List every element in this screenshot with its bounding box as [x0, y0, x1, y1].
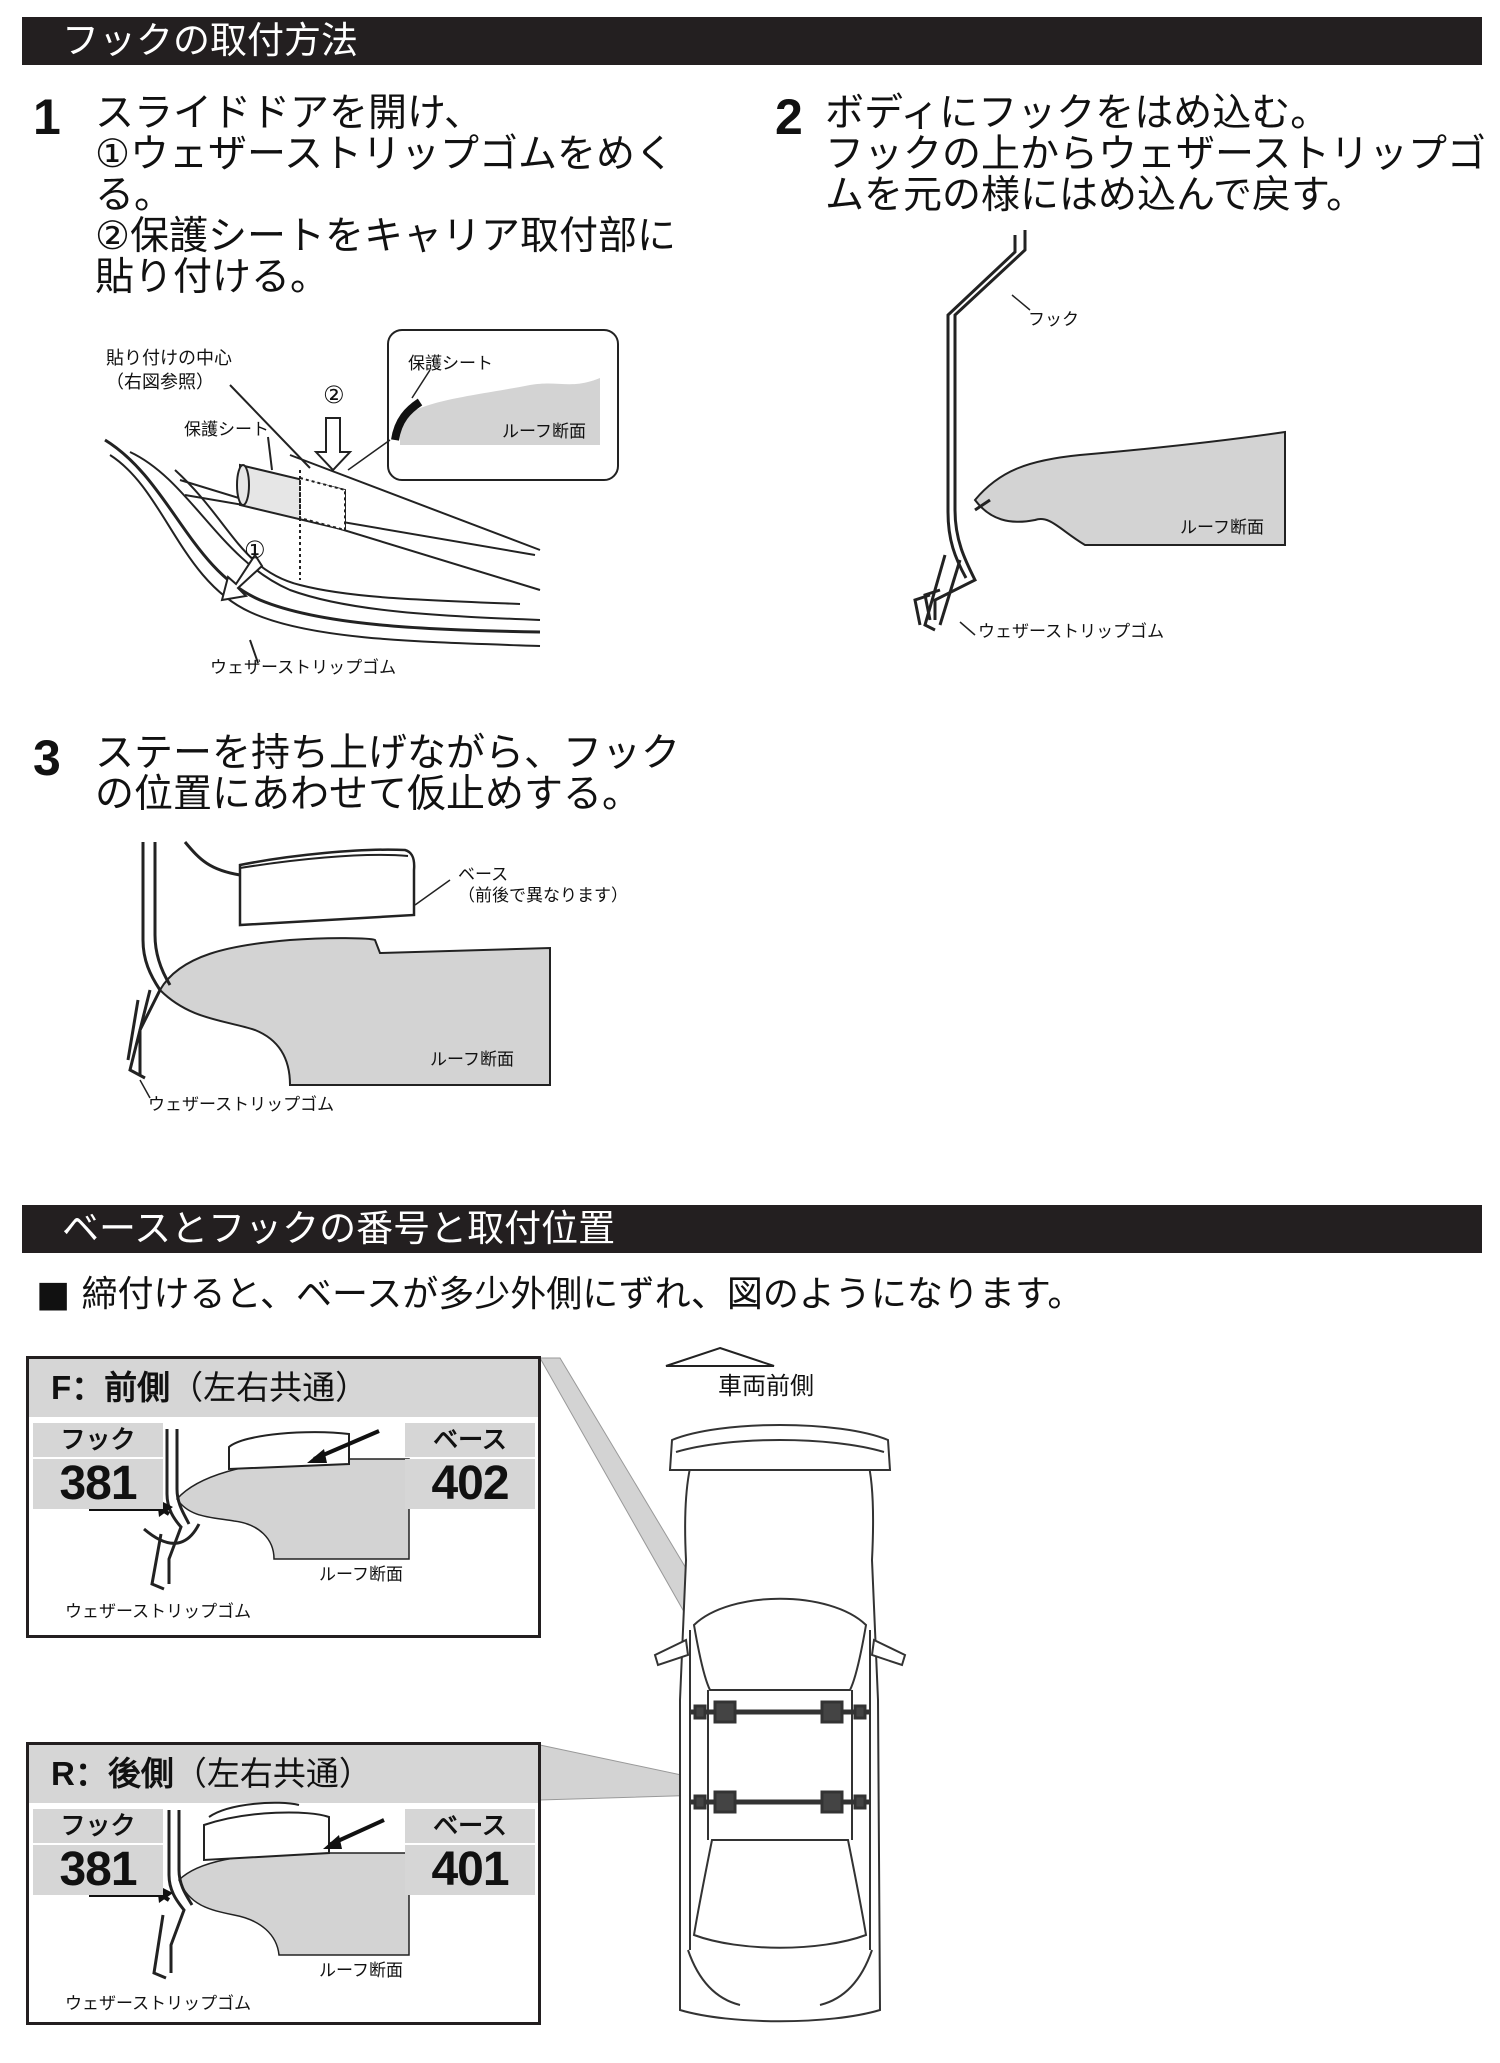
step-3-text: ステーを持ち上げながら、フック の位置にあわせて仮止めする。	[95, 733, 680, 815]
rear-base-number: 401	[405, 1845, 535, 1895]
rear-base-tag: ベース	[405, 1809, 535, 1843]
section-title-install: フックの取付方法	[22, 17, 1482, 65]
step-1-line: 貼り付ける。	[95, 255, 330, 300]
fig3-base-label: ベース	[458, 865, 509, 885]
fig1-sheet-label: 保護シート	[184, 420, 269, 440]
front-hook-number: 381	[33, 1459, 163, 1509]
step-2-text: ボディにフックをはめ込む。 フックの上からウェザーストリップゴ ムを元の様にはめ…	[825, 93, 1486, 216]
fig1-callout-sheet-label: 保護シート	[408, 354, 493, 374]
rear-hook-number: 381	[33, 1845, 163, 1895]
rear-code: R：後側	[51, 1755, 174, 1792]
step-1-line: ①ウェザーストリップゴムをめく	[95, 132, 675, 177]
front-base-number: 402	[405, 1459, 535, 1509]
rear-roof-section-label: ルーフ断面	[319, 1961, 403, 1981]
step-1-number: 1	[33, 89, 61, 145]
fig1-marker-2: ②	[323, 381, 345, 409]
step-1-line: る。	[95, 173, 174, 218]
section-title-position: ベースとフックの番号と取付位置	[22, 1205, 1482, 1253]
step-1-line: スライドドアを開け、	[95, 91, 484, 136]
rear-weatherstrip-label: ウェザーストリップゴム	[65, 1994, 252, 2014]
front-roof-section-label: ルーフ断面	[319, 1565, 403, 1585]
front-base-tag: ベース	[405, 1423, 535, 1457]
rear-box-header: R：後側（左右共通）	[29, 1745, 538, 1803]
front-code: F：前側	[51, 1369, 171, 1406]
fig1-marker-1: ①	[244, 536, 266, 564]
step-1-line: ②保護シートをキャリア取付部に	[95, 214, 676, 259]
front-weatherstrip-label: ウェザーストリップゴム	[65, 1602, 252, 1622]
rear-detail-box: R：後側（左右共通） フック 381 ベース 401 ルーフ断面 ウェザーストリ…	[26, 1742, 541, 2025]
step-3-number: 3	[33, 730, 61, 786]
rear-hook-tag: フック	[33, 1809, 163, 1843]
fig2-hook-label: フック	[1028, 310, 1079, 330]
step-2-line: フックの上からウェザーストリップゴ	[825, 132, 1487, 177]
rear-detail-illustration	[89, 1801, 410, 1980]
front-detail-box: F：前側（左右共通） フック 381 ベース 402 ルーフ断面 ウェザーストリ…	[26, 1356, 541, 1638]
front-sub: （左右共通）	[170, 1368, 369, 1407]
front-hook-tag: フック	[33, 1423, 163, 1457]
step-3-line: ステーを持ち上げながら、フック	[95, 731, 681, 776]
vehicle-front-label: 車両前側	[718, 1372, 814, 1400]
fig1-weatherstrip-label: ウェザーストリップゴム	[210, 658, 397, 678]
rear-sub: （左右共通）	[173, 1754, 372, 1793]
fig2-weatherstrip-label: ウェザーストリップゴム	[978, 622, 1165, 642]
fig3-base-note: （前後で異なります）	[458, 886, 628, 906]
fig1-roof-section-label: ルーフ断面	[502, 422, 586, 442]
step-1-text: スライドドアを開け、 ①ウェザーストリップゴムをめく る。 ②保護シートをキャリ…	[95, 93, 676, 298]
front-detail-illustration	[89, 1429, 410, 1591]
step-2-line: ムを元の様にはめ込んで戻す。	[825, 173, 1366, 218]
fig3-weatherstrip-label: ウェザーストリップゴム	[148, 1095, 335, 1115]
step-2-line: ボディにフックをはめ込む。	[825, 91, 1330, 136]
fig1-center-label: 貼り付けの中心	[106, 348, 232, 369]
step-2-number: 2	[775, 89, 803, 145]
front-box-header: F：前側（左右共通）	[29, 1359, 538, 1417]
step-3-line: の位置にあわせて仮止めする。	[95, 772, 642, 817]
fig3-roof-section-label: ルーフ断面	[430, 1050, 514, 1070]
fig2-roof-section-label: ルーフ断面	[1180, 518, 1264, 538]
tightening-note: ■ 締付けると、ベースが多少外側にずれ、図のようになります。	[36, 1274, 1084, 1315]
fig1-center-label-ref: （右図参照）	[106, 372, 214, 393]
